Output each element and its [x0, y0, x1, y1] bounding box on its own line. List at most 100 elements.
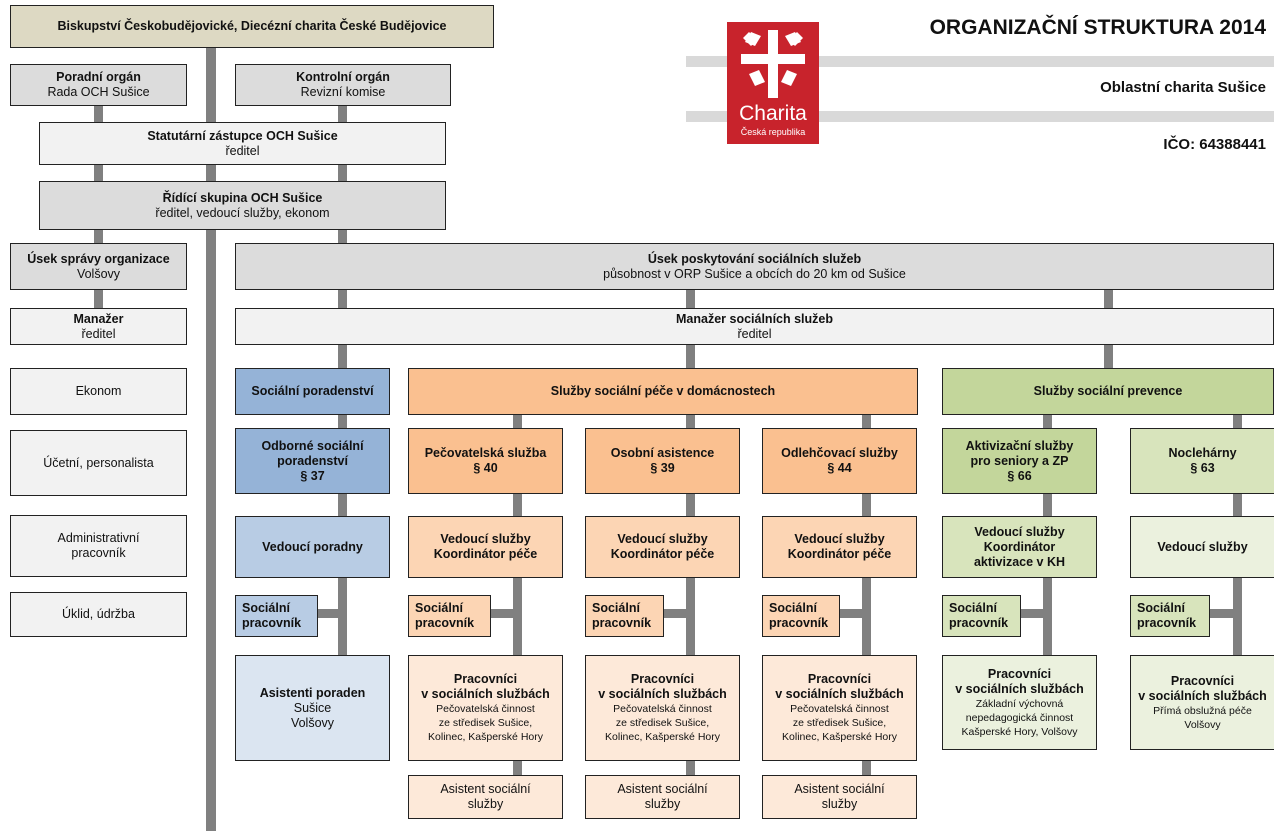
steering-title: Řídící skupina OCH Sušice	[162, 190, 323, 205]
logo-text: Charita	[739, 102, 807, 125]
activation-head-box: Vedoucí služby Koordinátor aktivizace v …	[942, 516, 1097, 578]
organization-name: Oblastní charita Sušice	[1100, 79, 1266, 96]
care-worker-line2: pracovník	[592, 616, 652, 630]
activation-staff-line1: Pracovníci	[987, 666, 1052, 681]
counseling-head-box: Vedoucí poradny	[235, 516, 390, 578]
activation-service-par: § 66	[1007, 468, 1032, 483]
care-assistant-line2: služby	[821, 797, 858, 811]
activation-service-line2: pro seniory a ZP	[970, 453, 1069, 468]
care-staff-line2: v sociálních službách	[598, 687, 727, 701]
economist-label: Ekonom	[75, 384, 122, 398]
care-service-par-3: § 44	[827, 461, 852, 475]
care-staff-line1: Pracovníci	[807, 672, 872, 686]
counseling-header-box: Sociální poradenství	[235, 368, 390, 415]
care-worker-box-1: Sociální pracovník	[408, 595, 491, 637]
charita-logo: Charita Česká republika	[727, 22, 819, 144]
shelter-head-label: Vedoucí služby	[1157, 539, 1248, 554]
counseling-assistants-title: Asistenti poraden	[259, 685, 366, 700]
accountant-box: Účetní, personalista	[10, 430, 187, 496]
care-service-name-3: Odlehčovací služby	[781, 446, 898, 460]
care-worker-line2: pracovník	[415, 616, 475, 630]
connector-statutory-steering-right	[338, 165, 347, 181]
statutory-box: Statutární zástupce OCH Sušice ředitel	[39, 122, 446, 165]
admin-worker-box: Administrativní pracovník	[10, 515, 187, 577]
admin-worker-line1: Administrativní	[57, 531, 140, 545]
shelter-service-box: Noclehárny § 63	[1130, 428, 1274, 494]
care-head-line2: Koordinátor péče	[433, 547, 538, 561]
connector-care-col-3	[862, 415, 871, 775]
counseling-assistants-loc2: Volšovy	[290, 715, 335, 730]
control-body-box: Kontrolní orgán Revizní komise	[235, 64, 451, 106]
activation-worker-line2: pracovník	[949, 616, 1009, 630]
shelter-staff-line2: v sociálních službách	[1138, 688, 1267, 703]
activation-staff-detail2: nepedagogická činnost	[965, 711, 1074, 724]
care-assistant-line2: služby	[644, 797, 681, 811]
care-staff-detail2: ze středisek Sušice,	[438, 717, 533, 729]
activation-head-line1: Vedoucí služby	[974, 524, 1065, 539]
care-staff-box-3: Pracovníci v sociálních službách Pečovat…	[762, 655, 917, 761]
social-manager-title: Manažer sociálních služeb	[676, 311, 833, 326]
care-assistant-box-1: Asistent sociální služby	[408, 775, 563, 819]
connector-care-worker-3	[840, 609, 864, 618]
connector-care-col-2	[686, 415, 695, 775]
advisory-title: Poradní orgán	[56, 70, 141, 84]
counseling-service-box: Odborné sociální poradenství § 37	[235, 428, 390, 494]
counseling-title: Sociální poradenství	[251, 384, 374, 398]
connector-admin-vertical	[94, 290, 103, 308]
counseling-service-line2: poradenství	[277, 453, 348, 468]
shelter-service-name: Noclehárny	[1168, 446, 1237, 460]
shelter-staff-detail2: Volšovy	[1184, 718, 1221, 731]
connector-manager-care	[686, 345, 695, 368]
care-head-box-2: Vedoucí služby Koordinátor péče	[585, 516, 740, 578]
admin-manager-sub: ředitel	[81, 326, 116, 341]
counseling-head-label: Vedoucí poradny	[262, 539, 363, 554]
care-staff-detail3: Kolinec, Kašperské Hory	[605, 731, 720, 743]
care-staff-detail1: Pečovatelská činnost	[790, 703, 889, 715]
connector-prev-worker-1	[1020, 609, 1045, 618]
shelter-staff-box: Pracovníci v sociálních službách Přímá o…	[1130, 655, 1274, 750]
ico-number: IČO: 64388441	[1163, 136, 1266, 153]
care-service-box-3: Odlehčovací služby § 44	[762, 428, 917, 494]
care-worker-box-3: Sociální pracovník	[762, 595, 840, 637]
care-staff-line1: Pracovníci	[453, 672, 518, 686]
care-staff-detail2: ze středisek Sušice,	[615, 717, 710, 729]
care-head-box-1: Vedoucí služby Koordinátor péče	[408, 516, 563, 578]
care-head-line1: Vedoucí služby	[617, 532, 708, 546]
care-staff-line2: v sociálních službách	[775, 687, 904, 701]
header-band-1	[686, 56, 1274, 67]
social-section-box: Úsek poskytování sociálních služeb působ…	[235, 243, 1274, 290]
counseling-assistants-loc1: Sušice	[293, 700, 332, 715]
social-section-sub: působnost v ORP Sušice a obcích do 20 km…	[603, 266, 906, 281]
diocese-label: Biskupství Českobudějovické, Diecézní ch…	[57, 19, 447, 33]
connector-care-col-1	[513, 415, 522, 775]
shelter-service-par: § 63	[1190, 461, 1215, 475]
statutory-sub: ředitel	[225, 143, 260, 158]
admin-section-title: Úsek správy organizace	[27, 251, 170, 266]
admin-manager-title: Manažer	[73, 311, 124, 326]
admin-worker-line2: pracovník	[71, 546, 126, 560]
activation-staff-detail3: Kašperské Hory, Volšovy	[961, 725, 1078, 738]
care-title: Služby sociální péče v domácnostech	[550, 384, 776, 398]
logo-subtext: Česká republika	[740, 127, 806, 137]
activation-service-box: Aktivizační služby pro seniory a ZP § 66	[942, 428, 1097, 494]
care-staff-box-1: Pracovníci v sociálních službách Pečovat…	[408, 655, 563, 761]
care-head-line2: Koordinátor péče	[787, 547, 892, 561]
steering-sub: ředitel, vedoucí služby, ekonom	[155, 205, 330, 220]
care-head-line2: Koordinátor péče	[610, 547, 715, 561]
care-staff-line1: Pracovníci	[630, 672, 695, 686]
control-sub: Revizní komise	[300, 85, 386, 99]
shelter-worker-line1: Sociální	[1137, 601, 1185, 615]
accountant-label: Účetní, personalista	[43, 455, 154, 470]
connector-care-worker-1	[490, 609, 515, 618]
connector-advisory	[94, 106, 103, 122]
activation-staff-box: Pracovníci v sociálních službách Základn…	[942, 655, 1097, 750]
shelter-worker-box: Sociální pracovník	[1130, 595, 1210, 637]
activation-head-line3: aktivizace v KH	[973, 554, 1066, 569]
care-worker-line1: Sociální	[415, 601, 463, 615]
care-assistant-line1: Asistent sociální	[617, 782, 708, 796]
connector-statutory-steering-left	[94, 165, 103, 181]
counseling-worker-line1: Sociální	[242, 601, 290, 615]
activation-service-line1: Aktivizační služby	[965, 438, 1074, 453]
care-assistant-box-3: Asistent sociální služby	[762, 775, 917, 819]
care-worker-line1: Sociální	[769, 601, 817, 615]
